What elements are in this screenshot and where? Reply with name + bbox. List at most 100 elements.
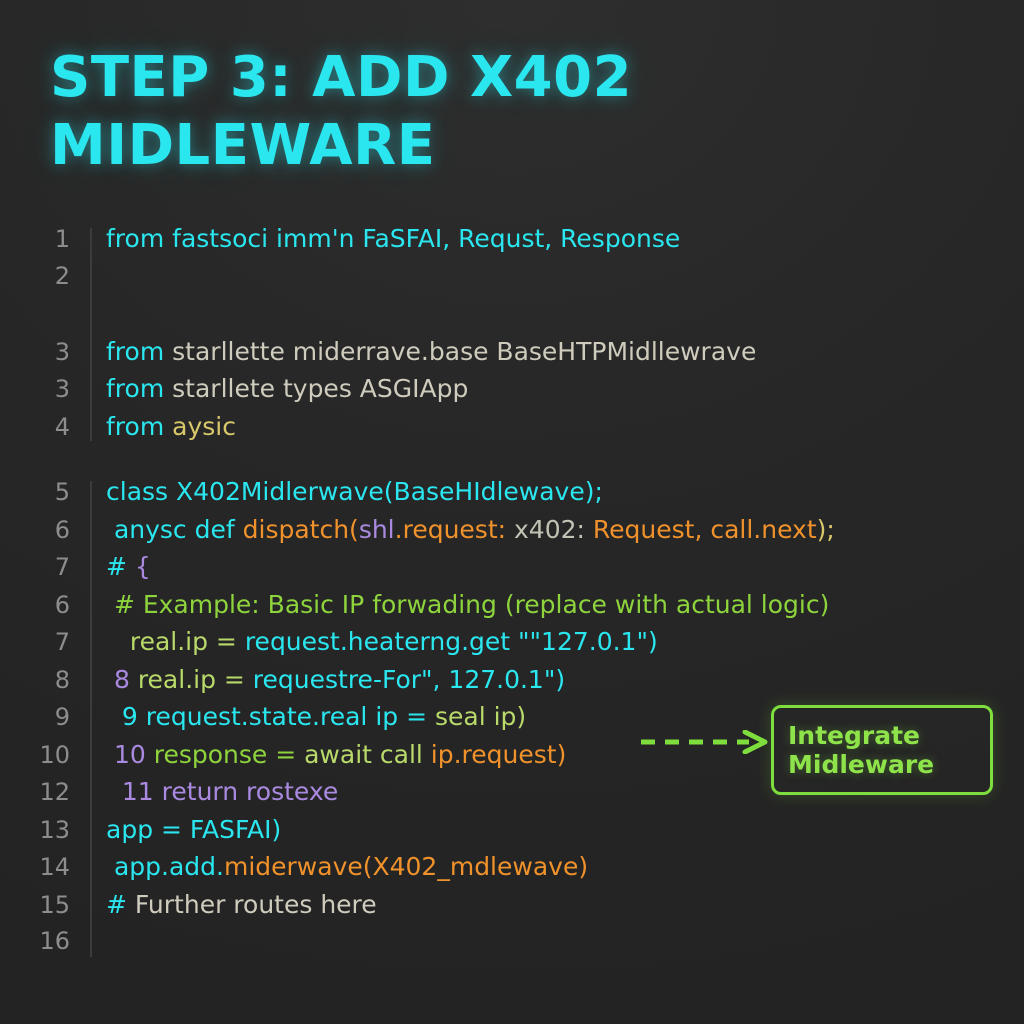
code-line bbox=[34, 299, 994, 337]
code-token: await call bbox=[304, 739, 431, 769]
code-token: app.add. bbox=[106, 852, 224, 881]
code-line: 13 app = FASFAI) bbox=[34, 815, 994, 853]
code-token: dispatch( bbox=[242, 514, 359, 544]
code-line-source: from fastsoci imm'n FaSFAI, Requst, Resp… bbox=[80, 224, 680, 253]
code-line-source: 11 return rostexe bbox=[80, 777, 338, 806]
code-line: 1 from fastsoci imm'n FaSFAI, Requst, Res… bbox=[34, 224, 994, 262]
line-number: 5 bbox=[54, 478, 70, 506]
code-line: 14 app.add.miderwave(X402_mdlewave) bbox=[34, 852, 994, 890]
code-line: 6 # Example: Basic IP forwading (replace… bbox=[34, 590, 994, 628]
code-line-source: from starllete types ASGIApp bbox=[80, 374, 468, 403]
code-token: from bbox=[106, 224, 173, 253]
code-line: 5 class X402Midlerwave(BaseHIdlewave); bbox=[34, 477, 994, 515]
code-token: Request, call.next bbox=[592, 514, 817, 544]
code-line: 3 from starllete types ASGIApp bbox=[34, 374, 994, 412]
line-number: 7 bbox=[54, 628, 70, 656]
code-token: 8 bbox=[106, 664, 138, 694]
code-token: shl bbox=[358, 514, 395, 544]
code-line: 9 9 request.state.real ip = seal ip) bbox=[34, 702, 994, 740]
code-token: 10 bbox=[106, 739, 154, 769]
code-token: app = FASFAI) bbox=[106, 814, 282, 844]
line-number: 14 bbox=[39, 853, 70, 881]
code-token: real.ip = bbox=[106, 627, 245, 656]
code-token: from bbox=[106, 336, 173, 366]
line-number: 6 bbox=[54, 590, 70, 619]
gutter-divider bbox=[90, 228, 92, 441]
code-token: starllete types ASGIApp bbox=[172, 374, 469, 403]
callout-box[interactable]: Integrate Midleware bbox=[771, 705, 993, 795]
code-line-source: # Further routes here bbox=[80, 890, 377, 919]
code-token: anysc def bbox=[106, 514, 243, 544]
line-number: 10 bbox=[39, 740, 70, 769]
code-block: 1 from fastsoci imm'n FaSFAI, Requst, Res… bbox=[34, 224, 994, 965]
code-token: class X402Midlerwave(BaseHIdlewave); bbox=[106, 477, 603, 506]
code-line: 16 bbox=[34, 927, 994, 965]
code-token: # bbox=[106, 889, 135, 919]
line-number: 6 bbox=[54, 515, 70, 544]
callout-label: Integrate Midleware bbox=[788, 720, 935, 780]
code-group: 5 class X402Midlerwave(BaseHIdlewave); 6 a… bbox=[34, 477, 994, 965]
code-token: starllette miderrave.base BaseHTPMidllew… bbox=[172, 336, 757, 366]
code-line-source: app = FASFAI) bbox=[80, 815, 281, 844]
code-line-source: class X402Midlerwave(BaseHIdlewave); bbox=[80, 477, 603, 506]
code-line: 10 10 response = await call ip.request) bbox=[34, 740, 994, 778]
line-number: 15 bbox=[39, 890, 70, 919]
line-number: 3 bbox=[54, 337, 70, 366]
code-token: request.heaterng.get ""127.0.1") bbox=[244, 627, 658, 656]
code-line: 2 bbox=[34, 262, 994, 300]
line-number: 16 bbox=[39, 927, 70, 955]
code-line: 12 11 return rostexe bbox=[34, 777, 994, 815]
code-line-source: anysc def dispatch(shl.request: x402: Re… bbox=[80, 515, 835, 544]
page-title: STEP 3: ADD X402 MIDLEWARE bbox=[50, 45, 633, 179]
line-number: 12 bbox=[39, 778, 70, 806]
code-group-spacer bbox=[34, 449, 994, 477]
code-line-source: app.add.miderwave(X402_mdlewave) bbox=[80, 852, 588, 881]
code-line-source: 10 response = await call ip.request) bbox=[80, 740, 566, 769]
line-number: 7 bbox=[54, 553, 70, 581]
code-line: 7 real.ip = request.heaterng.get ""127.0… bbox=[34, 627, 994, 665]
code-token: x402: bbox=[514, 514, 593, 544]
code-line-source: 9 request.state.real ip = seal ip) bbox=[80, 702, 526, 731]
line-number: 4 bbox=[54, 412, 70, 441]
code-token: 9 request.state.real ip = bbox=[106, 702, 435, 731]
code-line-source: # Example: Basic IP forwading (replace w… bbox=[80, 590, 829, 619]
code-token: { bbox=[134, 552, 151, 581]
line-number: 2 bbox=[54, 261, 70, 290]
code-token: .request: bbox=[394, 514, 514, 544]
code-line-source: 8 real.ip = requestre-For", 127.0.1") bbox=[80, 665, 565, 694]
dashed-arrow-icon bbox=[641, 730, 768, 754]
code-token: requestre-For", 127.0.1") bbox=[252, 664, 566, 694]
code-token: ip.request) bbox=[430, 739, 567, 769]
code-token: # Example: Basic IP forwading (replace w… bbox=[106, 589, 830, 619]
code-token: FaSFAI, Requst, Response bbox=[362, 224, 681, 253]
line-number: 9 bbox=[54, 703, 70, 731]
code-line-source: real.ip = request.heaterng.get ""127.0.1… bbox=[80, 627, 658, 656]
line-number: 8 bbox=[54, 665, 70, 694]
code-line: 8 8 real.ip = requestre-For", 127.0.1") bbox=[34, 665, 994, 703]
code-token: 11 return rostexe bbox=[106, 777, 339, 806]
code-line-source: from aysic bbox=[80, 412, 236, 441]
code-line: 3 from starllette miderrave.base BaseHTPM… bbox=[34, 337, 994, 375]
line-number: 3 bbox=[54, 375, 70, 403]
code-token: Further routes here bbox=[134, 889, 377, 919]
code-group: 1 from fastsoci imm'n FaSFAI, Requst, Res… bbox=[34, 224, 994, 449]
line-number: 13 bbox=[39, 815, 70, 844]
code-token: from bbox=[106, 374, 173, 403]
code-token: miderwave(X402_mdlewave) bbox=[223, 852, 589, 881]
code-line-source: # { bbox=[80, 552, 151, 581]
code-token: fastsoci imm'n bbox=[172, 224, 363, 253]
code-token: real.ip = bbox=[137, 664, 253, 694]
code-line: 15 # Further routes here bbox=[34, 890, 994, 928]
code-line-source: from starllette miderrave.base BaseHTPMi… bbox=[80, 337, 756, 366]
code-token: ); bbox=[816, 514, 835, 544]
gutter-divider bbox=[90, 481, 92, 957]
code-token: seal ip) bbox=[434, 702, 527, 731]
code-line: 6 anysc def dispatch(shl.request: x402: … bbox=[34, 515, 994, 553]
code-token: response = bbox=[153, 739, 305, 769]
code-line: 4 from aysic bbox=[34, 412, 994, 450]
code-token: # bbox=[106, 552, 135, 581]
code-token: from bbox=[106, 411, 173, 441]
line-number: 1 bbox=[54, 225, 70, 253]
code-line: 7 # { bbox=[34, 552, 994, 590]
